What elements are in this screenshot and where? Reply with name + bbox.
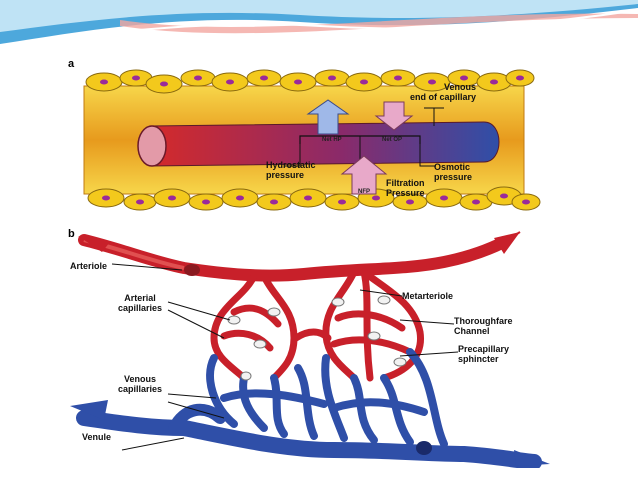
nfp-arrow bbox=[340, 155, 388, 195]
net-hp-label: Net HP bbox=[322, 137, 342, 143]
hydrostatic-pressure-label: Hydrostatic pressure bbox=[266, 160, 316, 180]
panel-a-illustration bbox=[83, 69, 541, 211]
filtration-pressure-label: Filtration Pressure bbox=[386, 178, 425, 198]
capillary-vessel bbox=[149, 121, 500, 167]
arteriole-in-arrow bbox=[78, 236, 110, 252]
net-op-arrow bbox=[374, 101, 414, 131]
panel-b-illustration bbox=[70, 231, 550, 468]
venous-end-label: Venous end of capillary bbox=[410, 82, 477, 102]
panel-b-letter: b bbox=[68, 228, 75, 240]
metarteriole-label: Metarteriole bbox=[402, 291, 454, 301]
venule-in-arrow bbox=[514, 450, 550, 466]
venule-out-arrow bbox=[70, 400, 108, 420]
net-hp-arrow bbox=[306, 99, 350, 135]
arteriole-label: Arteriole bbox=[70, 261, 108, 271]
nfp-label: NFP bbox=[358, 189, 370, 195]
capillary-opening bbox=[137, 125, 167, 167]
osmotic-pressure-label: Osmotic pressure bbox=[434, 162, 473, 182]
venule-label: Venule bbox=[82, 432, 112, 442]
capillary-figure: a bbox=[64, 58, 550, 470]
panel-a-letter: a bbox=[68, 58, 75, 70]
thoroughfare-channel-label: Thoroughfare Channel bbox=[454, 316, 513, 336]
venous-capillaries-label: Venous capillaries bbox=[118, 374, 163, 394]
venule-vessel bbox=[76, 410, 542, 468]
header-swoosh bbox=[0, 0, 638, 47]
net-op-label: Net OP bbox=[382, 137, 403, 143]
arterial-capillary-bed bbox=[210, 268, 424, 382]
precapillary-sphincter-label: Precapillary sphincter bbox=[458, 344, 510, 364]
venous-capillary-bed bbox=[206, 348, 448, 448]
arterial-capillaries-label: Arterial capillaries bbox=[118, 293, 163, 313]
precapillary-sphincters bbox=[227, 295, 407, 381]
arteriole-out-arrow bbox=[494, 232, 520, 254]
